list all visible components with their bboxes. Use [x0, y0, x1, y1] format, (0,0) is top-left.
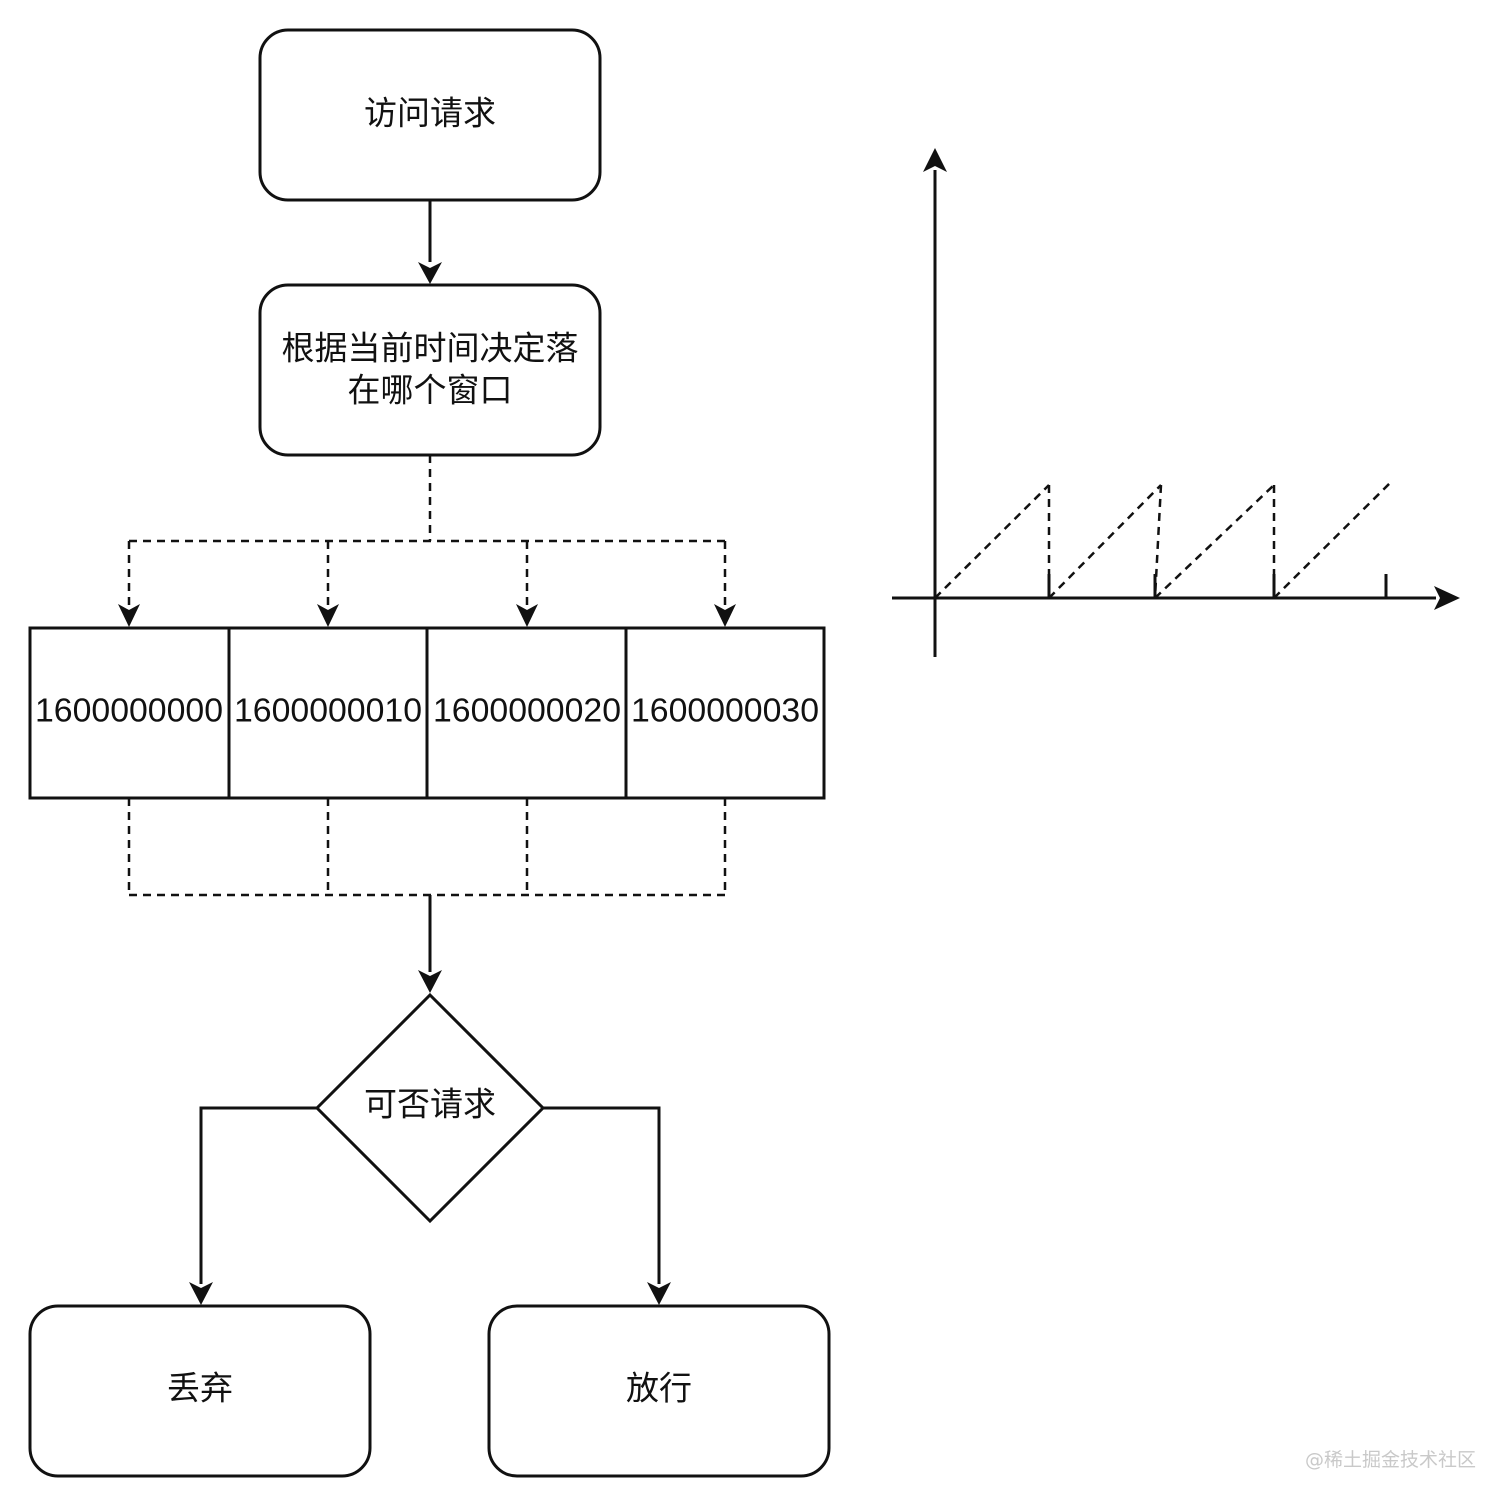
reject-label: 丢弃 [167, 1369, 233, 1408]
locate-label-line1: 根据当前时间决定落 [282, 329, 579, 368]
window-boundary-ticks [1047, 574, 1388, 598]
dashed-distribution-arrowheads [118, 604, 736, 627]
start-node: 访问请求 [258, 28, 602, 202]
arrow-to-decision [418, 895, 442, 993]
y-axis-arrowhead [923, 148, 947, 172]
decision-label: 可否请求 [364, 1085, 496, 1124]
window-label-2: 1600000020 [433, 692, 621, 729]
decision-node: 可否请求 [314, 992, 546, 1224]
window-cell-2 [425, 626, 628, 800]
allow-label: 放行 [626, 1369, 692, 1408]
start-label: 访问请求 [364, 94, 496, 133]
arrow-start-to-locate [418, 200, 442, 284]
window-label-1: 1600000010 [234, 692, 422, 729]
sawtooth-dashed-line [934, 482, 1391, 599]
branch-allow [543, 1106, 671, 1305]
window-label-0: 1600000000 [35, 692, 223, 729]
sawtooth-counter-graph [892, 148, 1460, 657]
dashed-collect-connectors [127, 798, 727, 897]
window-cell-3 [624, 626, 826, 800]
watermark: @稀土掘金技术社区 [1304, 1449, 1476, 1471]
locate-window-node: 根据当前时间决定落 在哪个窗口 [258, 283, 602, 457]
time-windows-row: 1600000000 1600000010 1600000020 1600000… [28, 626, 826, 800]
reject-node: 丢弃 [28, 1304, 372, 1478]
branch-reject [189, 1106, 317, 1305]
allow-node: 放行 [487, 1304, 831, 1478]
x-axis-arrowhead [1434, 586, 1460, 610]
locate-label-line2: 在哪个窗口 [348, 371, 513, 410]
dashed-distribution-connectors [127, 455, 727, 608]
window-label-3: 1600000030 [631, 692, 819, 729]
